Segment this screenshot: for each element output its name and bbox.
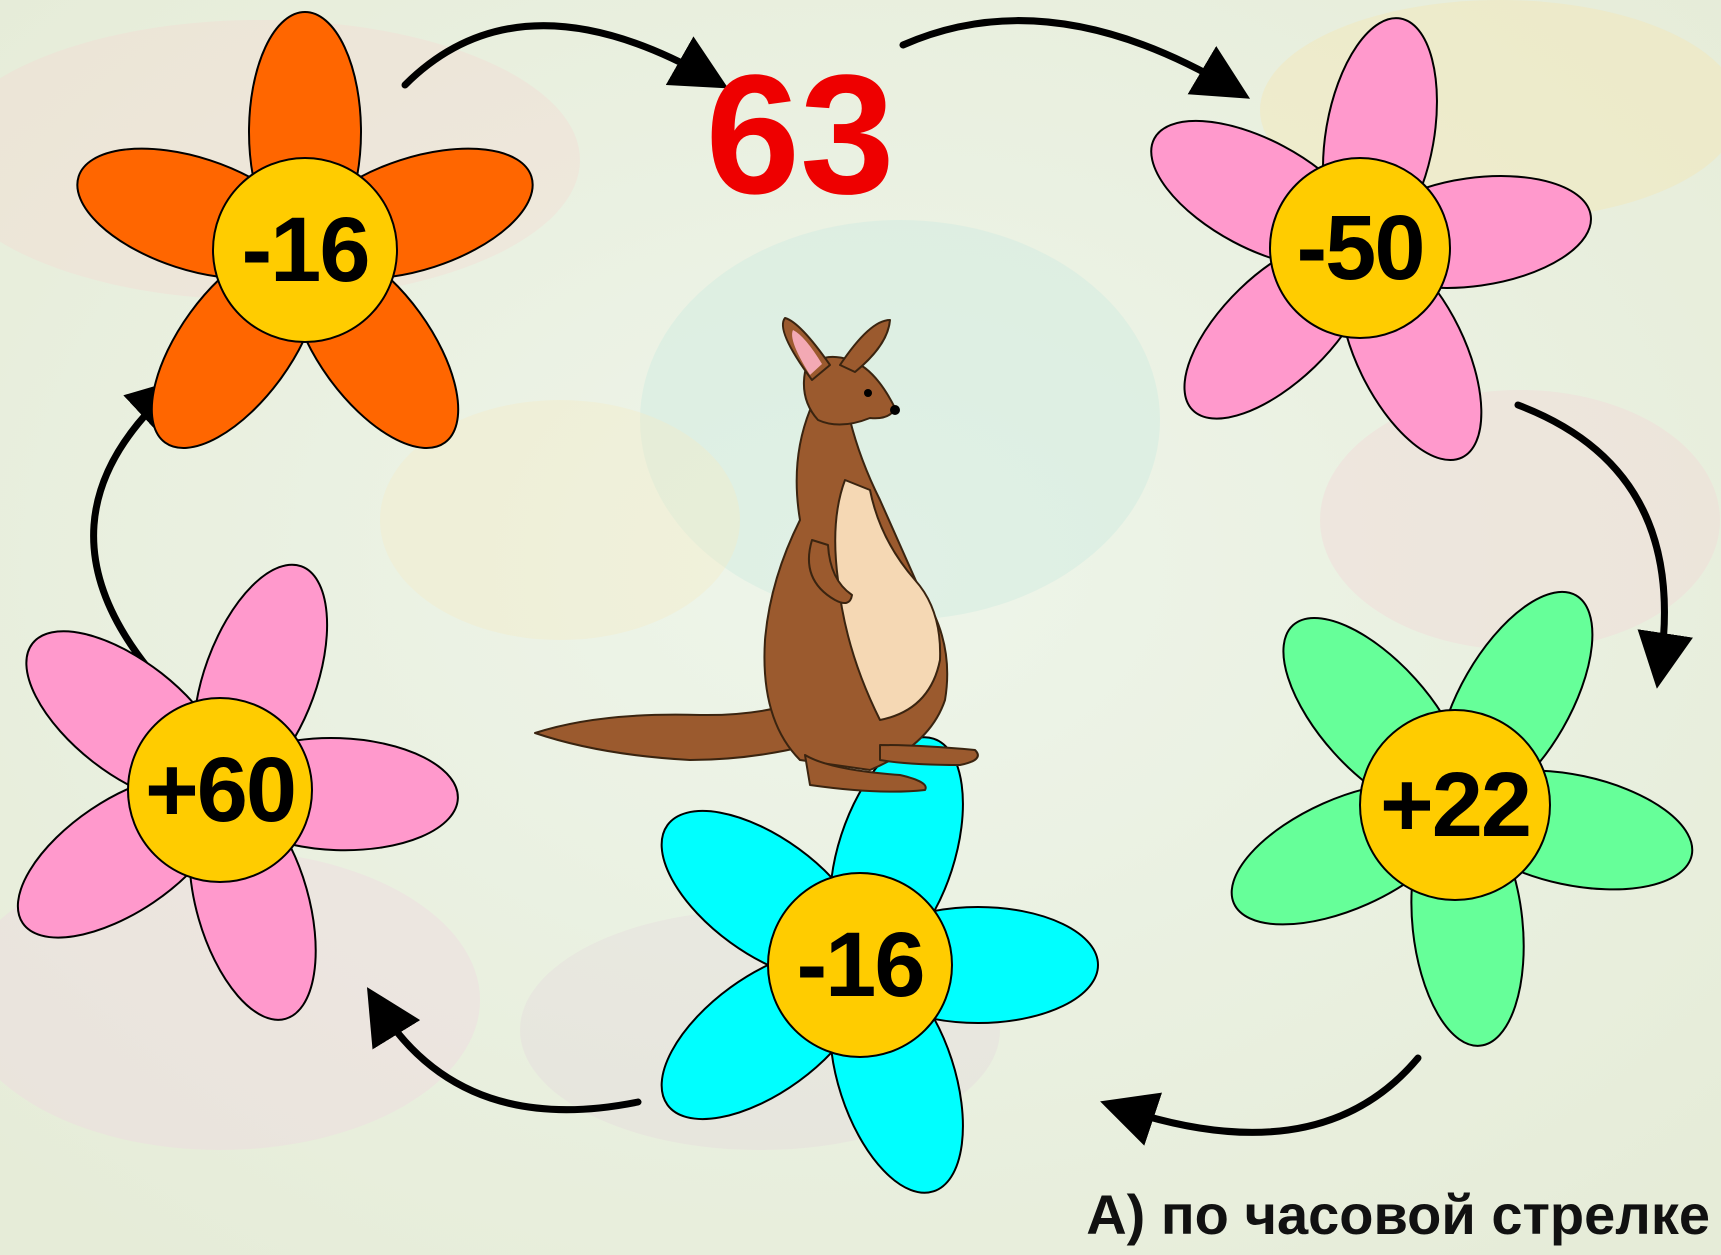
flower-center — [1359, 709, 1551, 901]
curved-arrow-icon — [90, 377, 184, 672]
flower-top-left — [76, 11, 534, 449]
flower-center — [212, 157, 398, 343]
start-number: 63 — [705, 40, 895, 230]
flower-bottom — [660, 736, 1099, 1194]
flower-label: +60 — [144, 739, 297, 841]
flower-petals — [660, 736, 1099, 1194]
flower-label: -16 — [796, 914, 926, 1016]
flower-label: -16 — [241, 199, 371, 301]
flower-top-right — [1150, 17, 1592, 462]
curved-arrow-icon — [1514, 401, 1693, 689]
flower-center — [127, 697, 313, 883]
caption: А) по часовой стрелке — [1086, 1182, 1710, 1246]
curved-arrow-icon — [1100, 1054, 1422, 1146]
curved-arrow-icon — [899, 17, 1251, 99]
kangaroo-icon — [534, 317, 979, 793]
flower-label: +22 — [1379, 754, 1532, 856]
curved-arrow-icon — [366, 987, 642, 1114]
curved-arrow-icon — [401, 22, 729, 89]
cycle-arrows — [90, 17, 1693, 1146]
flower-left — [16, 563, 459, 1021]
flower-right — [1230, 590, 1694, 1047]
flower-label: -50 — [1296, 197, 1426, 299]
flower-center — [1269, 157, 1451, 339]
flower-center — [767, 872, 953, 1058]
